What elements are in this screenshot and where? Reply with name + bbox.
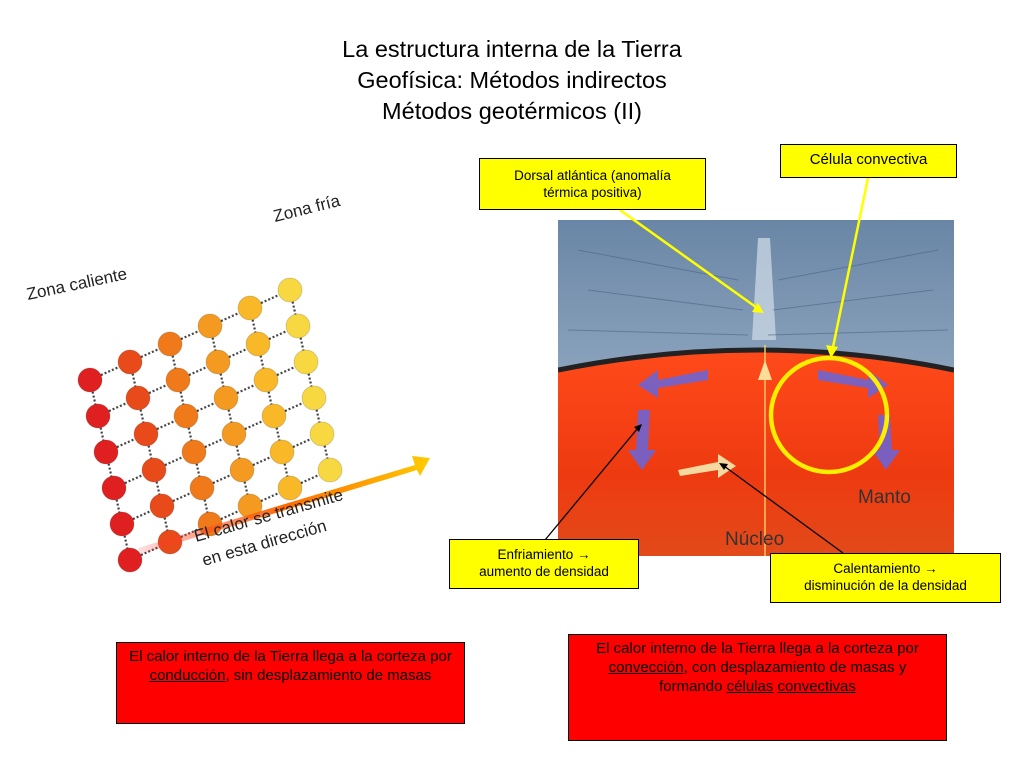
calentamiento-pointer-line [723,465,844,554]
lattice-particle [277,475,303,501]
conduction-keyword: conducción [149,667,226,684]
convection-text-a: El calor interno de la Tierra llega a la… [596,640,919,657]
conduction-lattice-illustration: Zona caliente Zona fría El calor se tran… [25,191,430,573]
convection-keyword-2: células [726,678,774,695]
lattice-particle [157,331,183,357]
lattice-particle [301,385,327,411]
convection-keyword: convección [608,659,684,676]
lattice-particle [277,277,303,303]
lattice-particle [109,511,135,537]
enfriamiento-pointer-line [544,427,639,541]
title-line-2: Geofísica: Métodos indirectos [357,67,667,93]
enfriamiento-callout-line-2: aumento de densidad [479,564,609,579]
dorsal-callout: Dorsal atlántica (anomalía térmica posit… [479,158,706,210]
lattice-particle [101,475,127,501]
convection-keyword-3: convectivas [777,678,856,695]
enfriamiento-callout: Enfriamiento → aumento de densidad [449,539,639,589]
convection-cross-section: Manto Núcleo [558,220,954,556]
convective-cell-highlight [768,355,890,475]
lattice-particle [245,331,271,357]
lattice-particle [93,439,119,465]
celula-pointer-head [826,345,838,358]
convection-text-b: , con desplazamiento de masas y formando [659,659,907,695]
lattice-particle [141,457,167,483]
dorsal-callout-line-1: Dorsal atlántica (anomalía [514,168,671,183]
lattice-particle [261,403,287,429]
lattice-particle [213,385,239,411]
lattice-particle [189,475,215,501]
lattice-particle [237,295,263,321]
calentamiento-callout-line-1: Calentamiento → [833,561,938,576]
lattice-particle [181,439,207,465]
lattice-particle [133,421,159,447]
lattice-particle [117,547,143,573]
dorsal-pointer-line [619,208,761,312]
lattice-particle [253,367,279,393]
title-line-1: La estructura interna de la Tierra [342,36,682,62]
celula-callout: Célula convectiva [780,144,957,178]
lattice-particle [125,385,151,411]
conduction-text-b: , sin desplazamiento de masas [225,667,432,684]
celula-pointer-line [830,177,870,353]
lattice-particle [285,313,311,339]
celula-callout-text: Célula convectiva [809,151,928,168]
lattice-particle [205,349,231,375]
lattice-particle [293,349,319,375]
heat-direction-arrow [138,456,430,554]
lattice-particle [309,421,335,447]
nucleo-label: Núcleo [725,529,784,550]
conduction-explanation-box: El calor interno de la Tierra llega a la… [116,642,465,724]
lattice-particle [197,313,223,339]
slide-title: La estructura interna de la Tierra Geofí… [212,34,812,127]
lattice-particle [317,457,343,483]
lattice-particle [77,367,103,393]
enfriamiento-pointer-head [634,424,642,432]
lattice-particle [221,421,247,447]
lattice-particle [173,403,199,429]
lattice-particle [117,349,143,375]
lattice-particle [269,439,295,465]
manto-label: Manto [858,487,911,508]
title-line-3: Métodos geotérmicos (II) [382,98,642,124]
dorsal-pointer-head [752,303,764,313]
lattice-particle [85,403,111,429]
convection-explanation-box: El calor interno de la Tierra llega a la… [568,634,947,741]
calentamiento-callout-line-2: disminución de la densidad [804,578,967,593]
calentamiento-callout: Calentamiento → disminución de la densid… [770,553,1001,603]
enfriamiento-callout-line-1: Enfriamiento → [497,547,591,562]
lattice-particle [229,457,255,483]
lattice-particle [165,367,191,393]
dorsal-callout-line-2: térmica positiva) [543,185,642,200]
lattice-particle [149,493,175,519]
conduction-text-a: El calor interno de la Tierra llega a la… [129,648,452,665]
calentamiento-pointer-head [719,463,728,470]
